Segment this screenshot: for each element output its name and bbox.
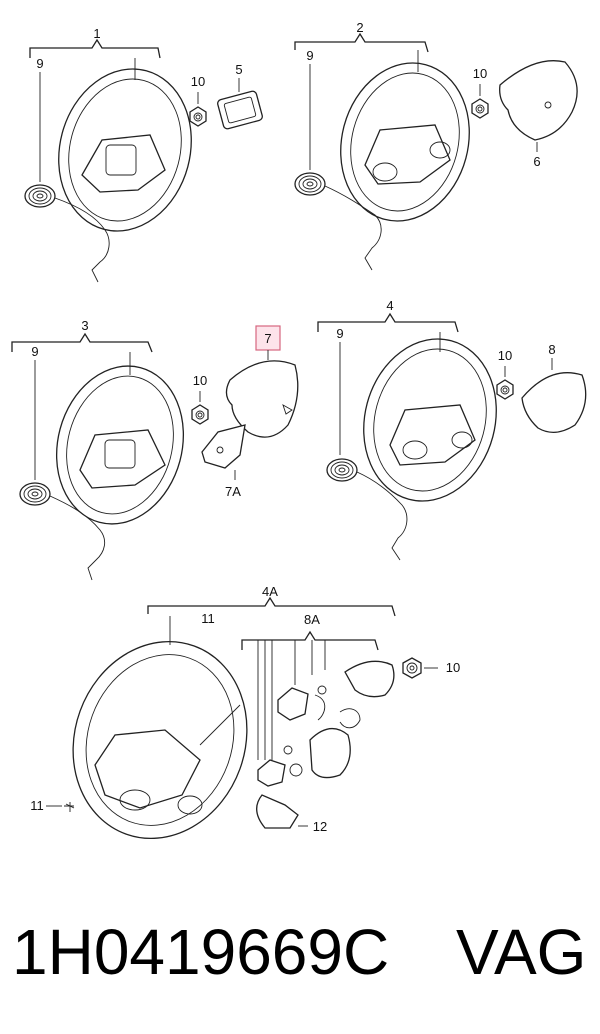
callout-3[interactable]: 3 <box>81 318 88 333</box>
callout-10[interactable]: 10 <box>193 373 207 388</box>
callout-9[interactable]: 9 <box>31 344 38 359</box>
group-1: 1 9 10 5 <box>24 26 263 283</box>
clock-spring[interactable] <box>19 482 51 506</box>
part-number: 1H0419669C <box>12 916 390 988</box>
callout-7[interactable]: 7 <box>264 331 271 346</box>
horn-pad-6[interactable] <box>499 60 578 141</box>
clock-spring[interactable] <box>24 184 56 208</box>
steering-wheel-4a[interactable] <box>46 617 274 863</box>
steering-wheel-3[interactable] <box>39 352 200 539</box>
callout-7-highlight <box>255 325 281 351</box>
clock-spring[interactable] <box>294 172 326 196</box>
brand-name: VAG <box>456 916 587 988</box>
clock-spring[interactable] <box>326 458 358 482</box>
trim-cover[interactable] <box>344 660 395 698</box>
callout-8[interactable]: 8 <box>548 342 555 357</box>
nut[interactable] <box>189 106 207 127</box>
callout-9[interactable]: 9 <box>306 48 313 63</box>
callout-10[interactable]: 10 <box>446 660 460 675</box>
switch-module[interactable] <box>277 687 309 721</box>
callout-11[interactable]: 11 <box>30 798 44 813</box>
callout-4[interactable]: 4 <box>386 298 393 313</box>
group-2: 2 9 10 6 <box>294 20 578 271</box>
nut[interactable] <box>191 404 209 425</box>
nut[interactable] <box>402 657 422 679</box>
callout-11[interactable]: 11 <box>201 611 215 626</box>
callout-10[interactable]: 10 <box>473 66 487 81</box>
horn-pad-5[interactable] <box>217 90 263 130</box>
switch-module-lower[interactable] <box>257 759 286 787</box>
steering-wheel-1[interactable] <box>41 54 209 246</box>
callout-10[interactable]: 10 <box>498 348 512 363</box>
callout-6[interactable]: 6 <box>533 154 540 169</box>
callout-9[interactable]: 9 <box>336 326 343 341</box>
group-4a: 4A 11 8A 12 10 11 <box>30 584 460 863</box>
horn-pad-8[interactable] <box>521 372 587 433</box>
group-4: 4 9 10 8 <box>317 298 587 561</box>
callout-7a[interactable]: 7A <box>225 484 241 499</box>
callout-12[interactable]: 12 <box>313 819 327 834</box>
group-3: 3 9 10 7 7A <box>11 318 299 581</box>
screw[interactable] <box>64 802 75 812</box>
callout-4a[interactable]: 4A <box>262 584 278 599</box>
steering-wheel-2[interactable] <box>323 48 486 235</box>
callout-1[interactable]: 1 <box>93 26 100 41</box>
rotary-switch[interactable] <box>309 728 351 779</box>
callout-5[interactable]: 5 <box>235 62 242 77</box>
trim-panel-12[interactable] <box>256 794 299 829</box>
nut[interactable] <box>471 98 489 119</box>
callout-8a[interactable]: 8A <box>304 612 320 627</box>
callout-2[interactable]: 2 <box>356 20 363 35</box>
bracket-7a[interactable] <box>201 424 246 469</box>
nut[interactable] <box>496 379 514 400</box>
callout-10[interactable]: 10 <box>191 74 205 89</box>
callout-9[interactable]: 9 <box>36 56 43 71</box>
steering-wheel-4[interactable] <box>346 324 514 516</box>
airbag-unit-7[interactable] <box>225 360 299 438</box>
